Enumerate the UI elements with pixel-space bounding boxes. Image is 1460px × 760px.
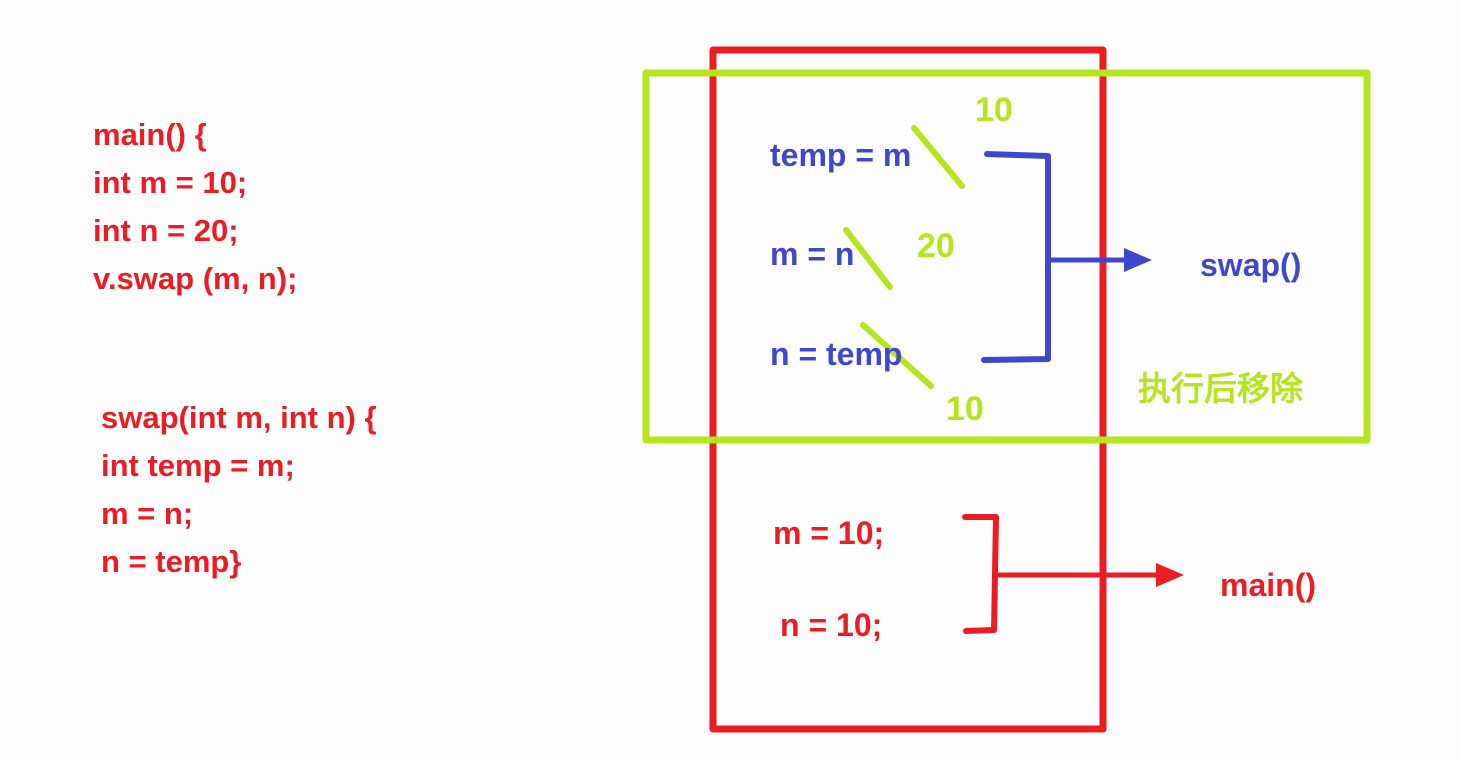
strike-mark bbox=[911, 125, 965, 189]
swap-code: swap(int m, int n) { int temp = m; m = n… bbox=[101, 394, 377, 586]
main-frame-line: m = 10; bbox=[773, 515, 885, 551]
swap-frame-line: n = temp bbox=[770, 336, 903, 372]
strike-mark bbox=[860, 322, 934, 389]
swap-code-line: m = n; bbox=[101, 496, 194, 531]
swap-code-line: n = temp} bbox=[101, 544, 242, 579]
swap-frame-line: temp = m bbox=[770, 137, 912, 173]
swap-code-line: int temp = m; bbox=[101, 448, 295, 483]
swap-frame-box bbox=[642, 69, 1371, 444]
main-code-line: main() { bbox=[93, 117, 207, 152]
main-code: main() { int m = 10; int n = 20; v.swap … bbox=[93, 111, 297, 303]
value-annotation: 10 bbox=[946, 390, 984, 428]
strike-mark bbox=[843, 227, 893, 290]
main-frame-label: main() bbox=[1220, 567, 1316, 603]
swap-bracket bbox=[981, 151, 1051, 363]
stack-frame-box bbox=[709, 46, 1107, 733]
value-annotation: 20 bbox=[917, 227, 955, 265]
swap-code-line: swap(int m, int n) { bbox=[101, 400, 377, 435]
main-code-line: v.swap (m, n); bbox=[93, 261, 298, 296]
main-frame-line: n = 10; bbox=[780, 607, 883, 643]
swap-frame-line: m = n bbox=[770, 236, 855, 272]
removal-note: 执行后移除 bbox=[1138, 369, 1303, 408]
main-arrow-head bbox=[1156, 563, 1184, 587]
main-code-line: int m = 10; bbox=[93, 165, 248, 200]
main-code-line: int n = 20; bbox=[93, 213, 239, 248]
main-bracket bbox=[962, 514, 999, 634]
value-annotation: 10 bbox=[975, 91, 1013, 129]
swap-frame-label: swap() bbox=[1200, 247, 1302, 283]
swap-arrow-head bbox=[1124, 248, 1152, 272]
